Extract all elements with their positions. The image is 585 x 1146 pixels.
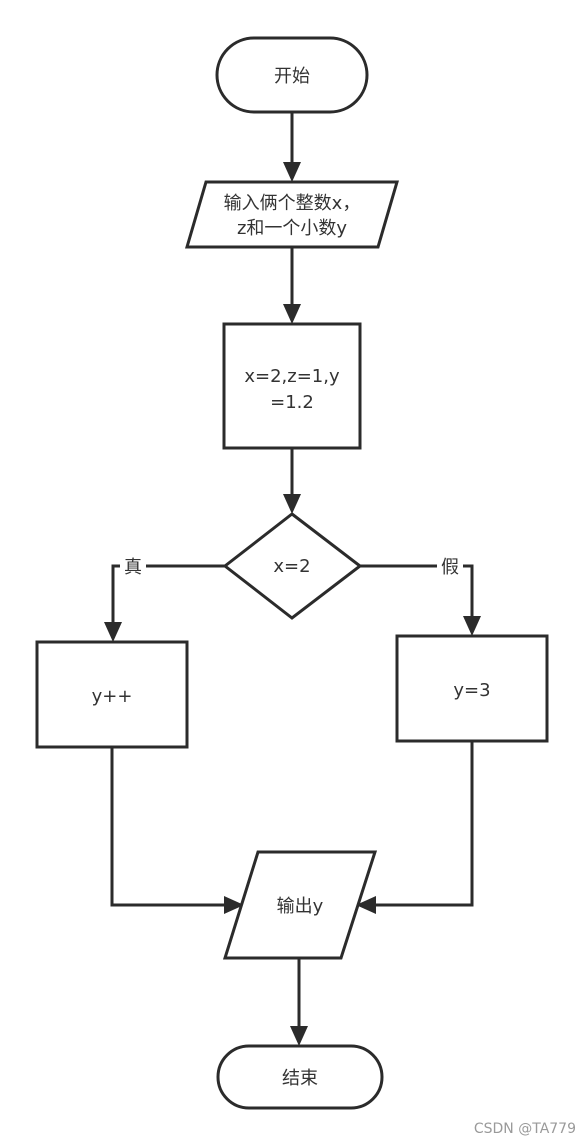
edge-false-to-output (370, 741, 474, 907)
end-node[interactable]: 结束 (216, 1044, 384, 1110)
true-branch-node[interactable]: y++ (35, 640, 189, 749)
start-label: 开始 (274, 66, 310, 87)
arrowhead-decision (283, 494, 301, 514)
true-branch-process-shape (35, 640, 189, 749)
false-label-bg (437, 555, 463, 579)
false-branch-label: y=3 (453, 680, 490, 701)
output-parallelogram-shape (222, 850, 378, 960)
edge-decision-to-false (360, 564, 474, 622)
arrowhead-assign (283, 304, 301, 324)
decision-node[interactable]: x=2 (222, 512, 363, 620)
edge-decision-to-true (111, 564, 225, 628)
input-label-line-1: 输入俩个整数x， (224, 193, 361, 214)
false-branch-process-shape (395, 634, 549, 743)
assign-label-line-1: x=2,z=1,y (244, 366, 340, 387)
assign-process-shape (222, 322, 362, 450)
arrowhead-false-branch (463, 616, 481, 636)
assign-node[interactable]: x=2,z=1,y =1.2 (222, 322, 362, 450)
true-label: 真 (124, 557, 142, 578)
start-node[interactable]: 开始 (215, 36, 369, 114)
input-parallelogram-shape (184, 180, 400, 249)
input-node[interactable]: 输入俩个整数x， z和一个小数y (184, 180, 400, 249)
true-label-bg (120, 555, 146, 579)
end-label: 结束 (282, 1068, 318, 1089)
arrowhead-true-branch (104, 622, 122, 642)
decision-label: x=2 (273, 556, 310, 577)
arrowhead-end (290, 1026, 308, 1046)
output-node[interactable]: 输出y (222, 850, 378, 960)
output-label: 输出y (277, 896, 324, 917)
assign-label-line-2: =1.2 (270, 392, 314, 413)
watermark-text: CSDN @TA779 (474, 1121, 576, 1137)
edge-true-to-output (110, 747, 230, 907)
false-label: 假 (441, 557, 459, 578)
edges (104, 112, 481, 1046)
edge-labels: 真 假 (120, 555, 463, 579)
true-branch-label: y++ (92, 686, 133, 707)
false-branch-node[interactable]: y=3 (395, 634, 549, 743)
arrowhead-output-right (356, 896, 376, 914)
nodes: 开始 输入俩个整数x， z和一个小数y x=2,z=1,y =1.2 x=2 y… (35, 36, 549, 1110)
start-terminator-shape (215, 36, 369, 114)
end-terminator-shape (216, 1044, 384, 1110)
arrowhead-output-left (224, 896, 244, 914)
input-label-line-2: z和一个小数y (237, 218, 347, 239)
arrowhead-input (283, 162, 301, 182)
decision-diamond-shape (222, 512, 363, 620)
